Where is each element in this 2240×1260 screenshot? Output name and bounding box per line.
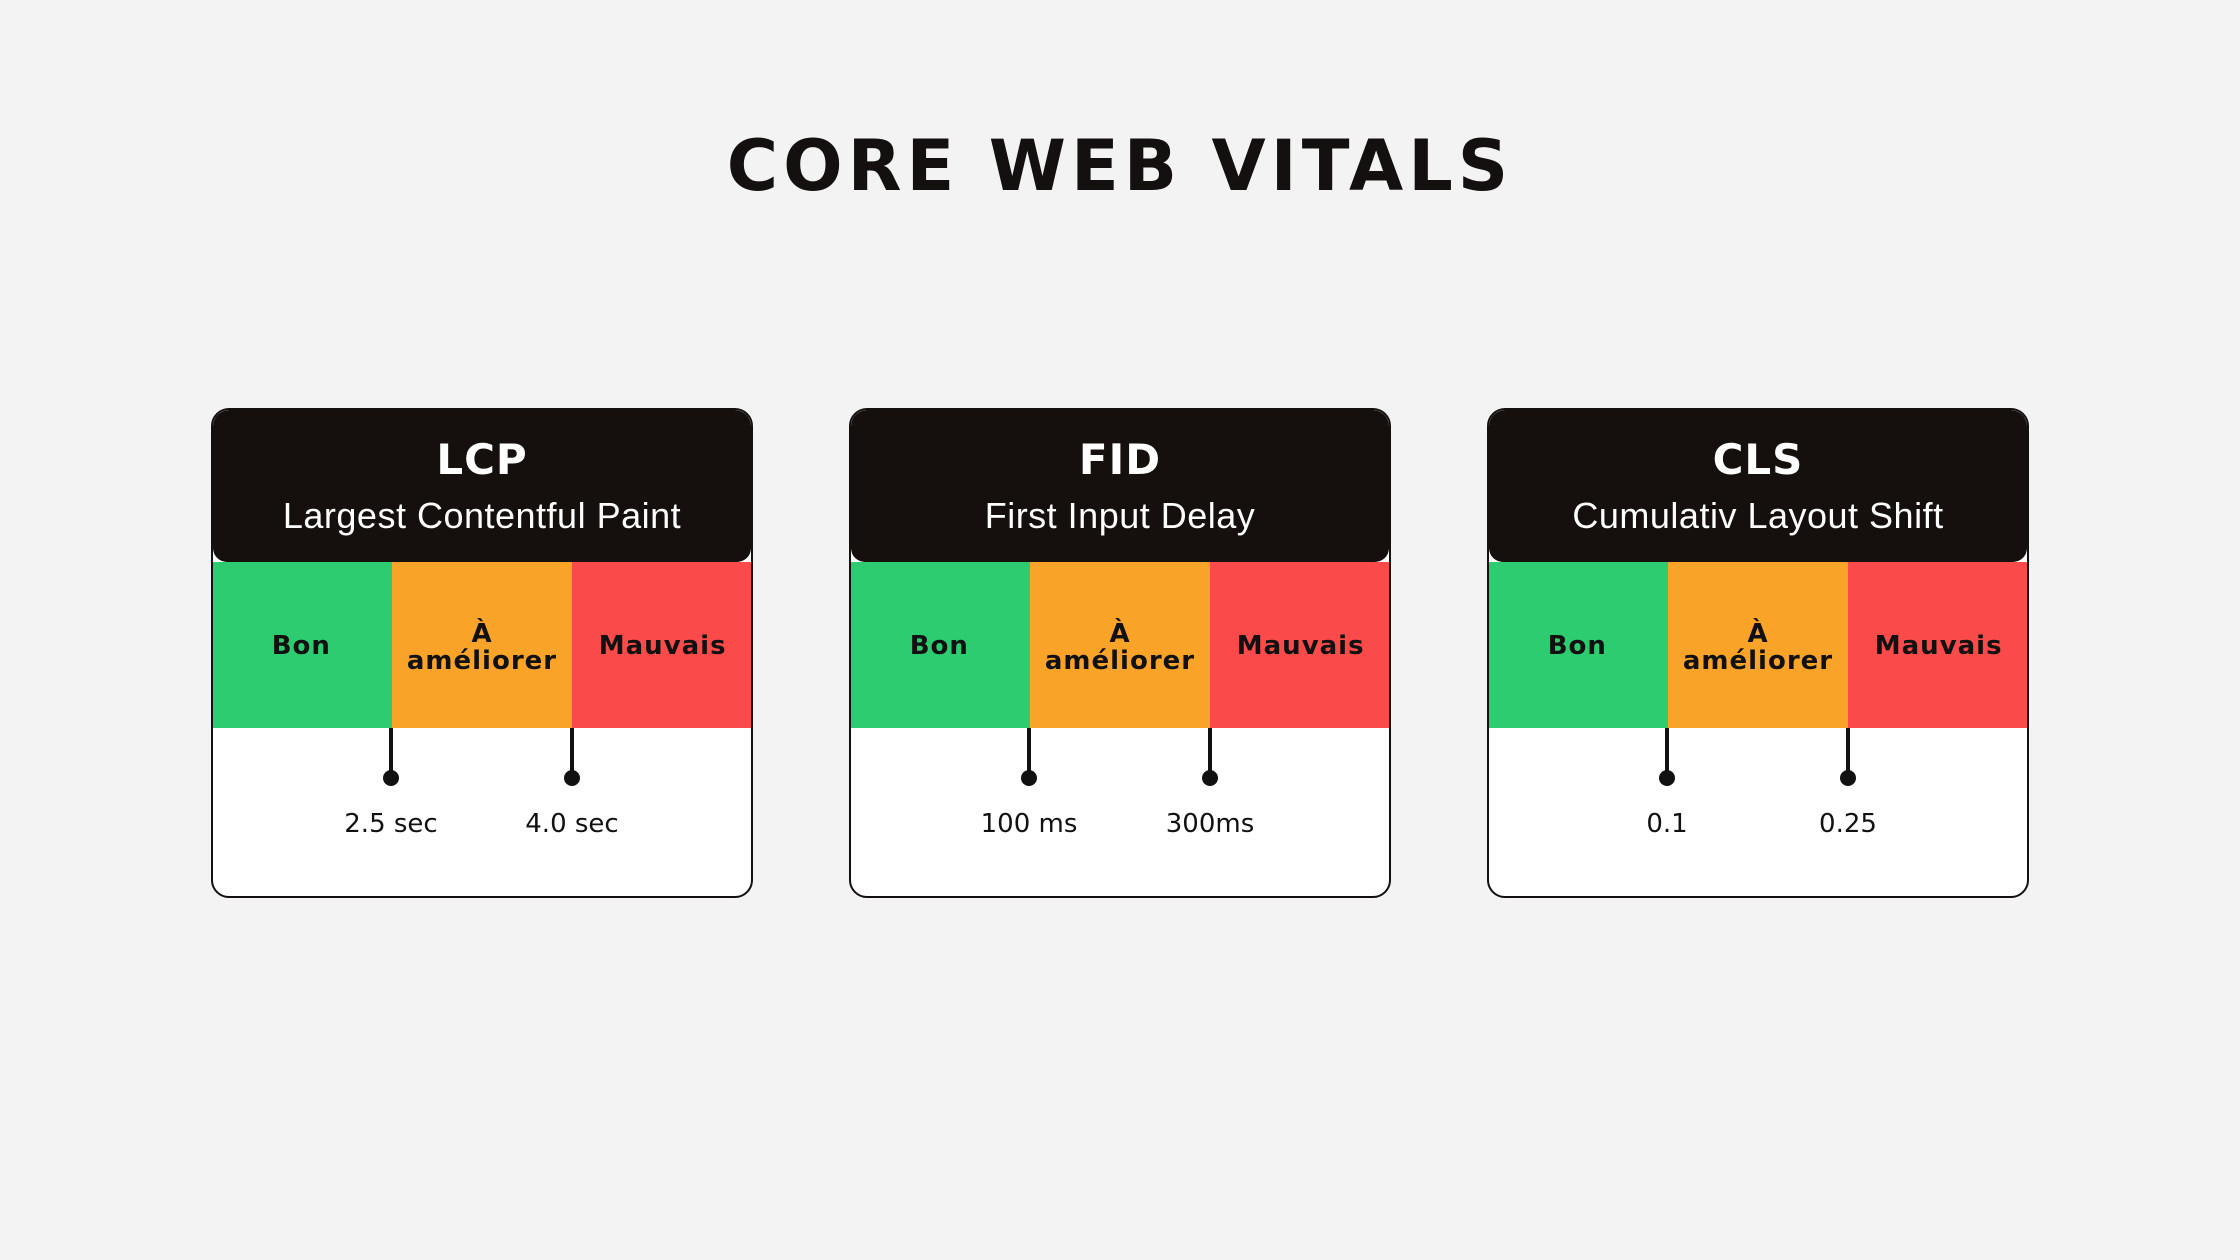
segment-good: Bon	[1489, 562, 1668, 728]
threshold-poor-limit: 300ms	[1165, 809, 1255, 839]
threshold-good-limit: 2.5 sec	[344, 809, 438, 839]
threshold-poor-limit: 0.25	[1819, 809, 1877, 839]
page-title: CORE WEB VITALS	[726, 125, 1514, 207]
metric-full-name: Cumulativ Layout Shift	[1572, 495, 1944, 536]
segment-label: À améliorer	[406, 619, 558, 676]
card-header: CLS Cumulativ Layout Shift	[1489, 410, 2027, 562]
segment-label: À améliorer	[1682, 619, 1834, 676]
threshold-good-limit: 100 ms	[980, 809, 1078, 839]
segment-good: Bon	[213, 562, 392, 728]
metric-card-lcp: LCP Largest Contentful Paint Bon À améli…	[211, 408, 753, 898]
metric-card-cls: CLS Cumulativ Layout Shift Bon À amélior…	[1487, 408, 2029, 898]
marker-stem	[1027, 728, 1031, 778]
marker-dot	[1021, 770, 1037, 786]
marker-dot	[1202, 770, 1218, 786]
card-header: FID First Input Delay	[851, 410, 1389, 562]
marker-dot	[383, 770, 399, 786]
segment-needs-improvement: À améliorer	[1667, 562, 1849, 728]
marker-dot	[1659, 770, 1675, 786]
metric-full-name: Largest Contentful Paint	[282, 495, 682, 536]
segment-needs-improvement: À améliorer	[391, 562, 573, 728]
metric-abbreviation: LCP	[436, 435, 528, 484]
segment-label: Bon	[909, 630, 969, 661]
rating-band: Bon À améliorer Mauvais	[851, 562, 1389, 728]
segment-label: À améliorer	[1044, 619, 1196, 676]
segment-needs-improvement: À améliorer	[1029, 562, 1211, 728]
metric-card-fid: FID First Input Delay Bon À améliorer Ma…	[849, 408, 1391, 898]
segment-good: Bon	[851, 562, 1030, 728]
segment-label: Mauvais	[1874, 630, 2003, 661]
marker-dot	[564, 770, 580, 786]
metric-full-name: First Input Delay	[984, 495, 1256, 536]
marker-stem	[1846, 728, 1850, 778]
marker-stem	[570, 728, 574, 778]
marker-stem	[1665, 728, 1669, 778]
metric-abbreviation: CLS	[1712, 435, 1804, 484]
segment-label: Bon	[1547, 630, 1607, 661]
segment-label: Bon	[271, 630, 331, 661]
threshold-good-limit: 0.1	[1646, 809, 1688, 839]
segment-label: Mauvais	[598, 630, 727, 661]
marker-dot	[1840, 770, 1856, 786]
segment-poor: Mauvais	[572, 562, 751, 728]
threshold-poor-limit: 4.0 sec	[525, 809, 619, 839]
segment-poor: Mauvais	[1210, 562, 1389, 728]
marker-stem	[1208, 728, 1212, 778]
rating-band: Bon À améliorer Mauvais	[1489, 562, 2027, 728]
segment-poor: Mauvais	[1848, 562, 2027, 728]
card-header: LCP Largest Contentful Paint	[213, 410, 751, 562]
segment-label: Mauvais	[1236, 630, 1365, 661]
marker-stem	[389, 728, 393, 778]
rating-band: Bon À améliorer Mauvais	[213, 562, 751, 728]
metric-abbreviation: FID	[1078, 435, 1162, 484]
